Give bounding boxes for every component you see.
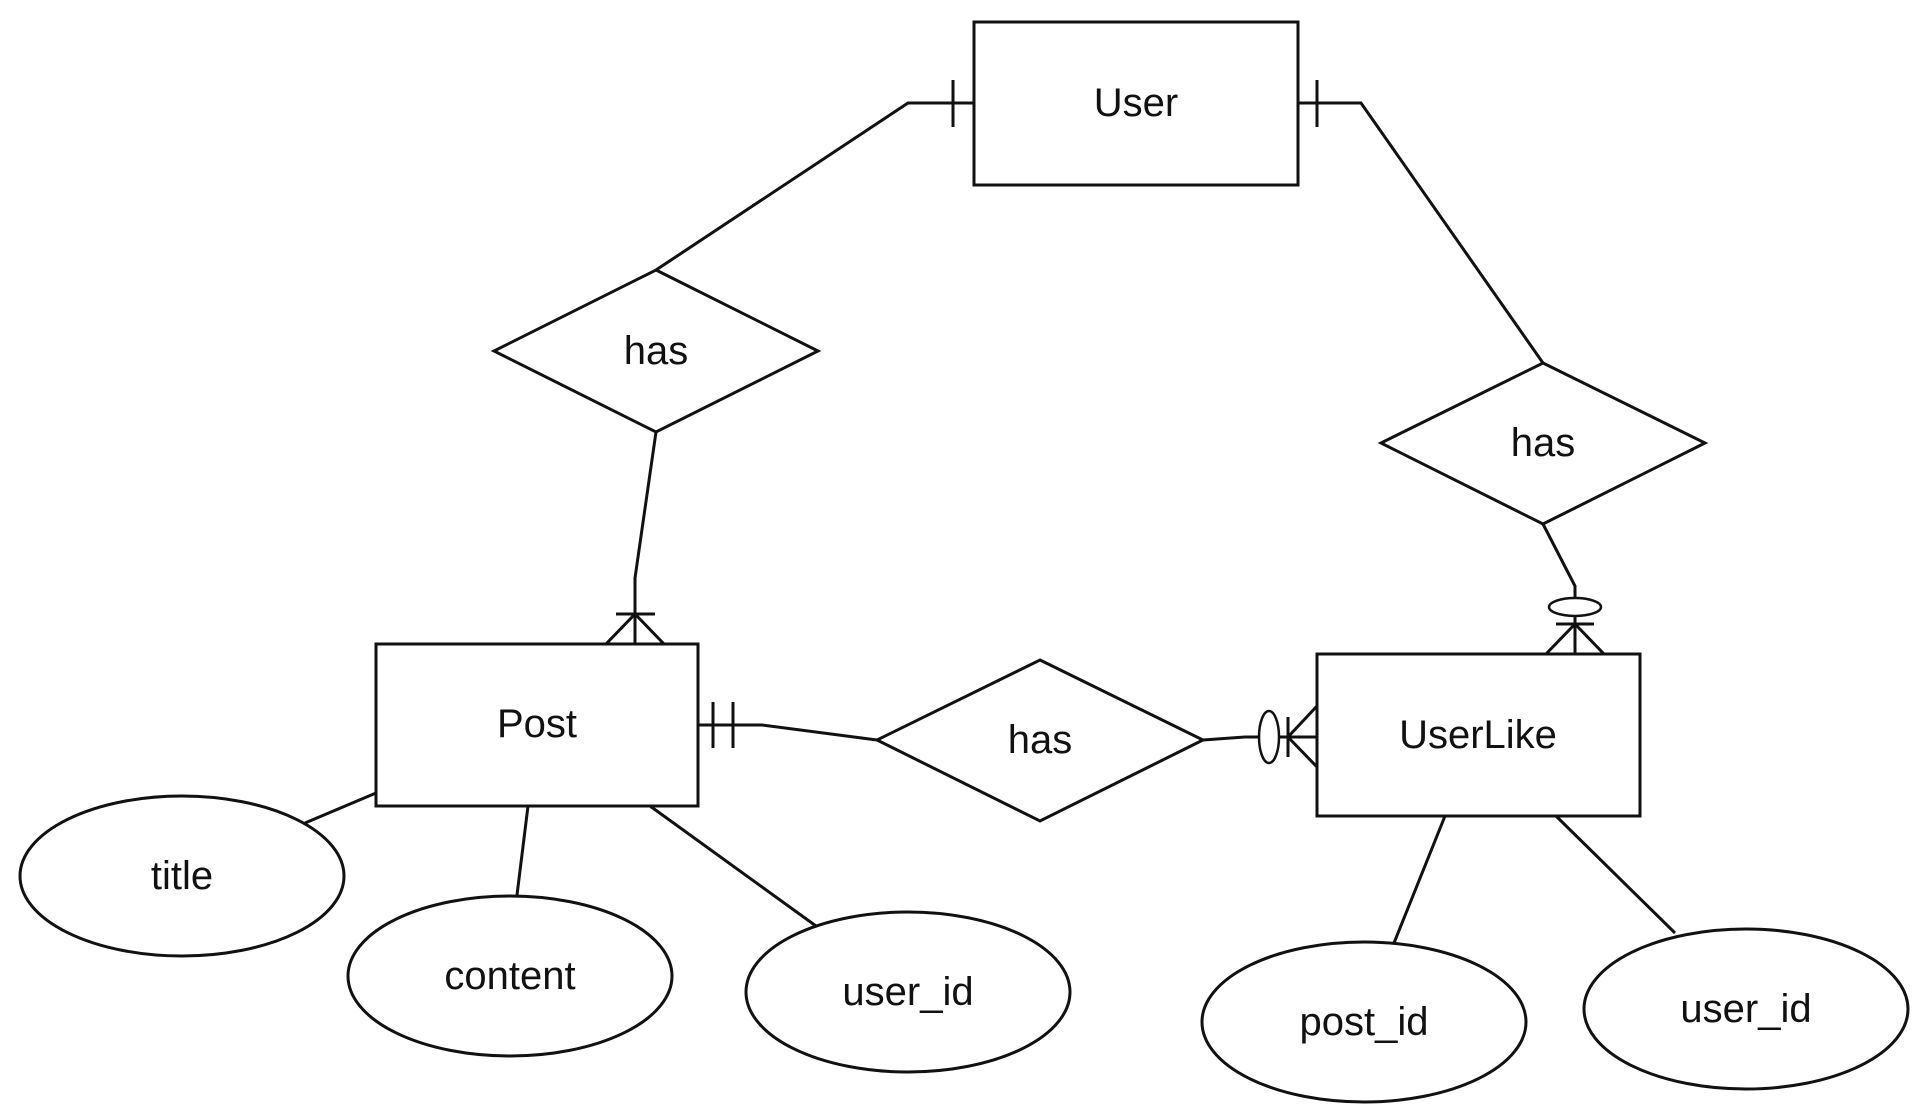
attribute-ellipse: [744, 910, 1072, 1074]
edge-post-title: [304, 791, 377, 825]
relationship-label: has: [1511, 421, 1576, 465]
entity-label: Post: [497, 702, 577, 746]
relationship-diamond: [490, 268, 822, 434]
entity-box: [374, 642, 700, 808]
relationship-diamond: [873, 658, 1207, 823]
entity-post[interactable]: Post: [374, 642, 700, 808]
crows-foot-marker: [1544, 621, 1606, 656]
zero-circle-marker: [1547, 596, 1603, 618]
relationship-user-userlike[interactable]: has: [1377, 361, 1709, 526]
edge-user-has-userlike: [1298, 101, 1545, 364]
edge-user-has-post: [655, 101, 974, 272]
attribute-userlike-post-id[interactable]: post_id: [1200, 940, 1528, 1104]
zero-circle-marker: [1257, 709, 1281, 765]
entity-box: [1315, 652, 1642, 818]
edge-post-content: [515, 805, 530, 896]
entity-box: [972, 20, 1300, 187]
edge-post-has: [698, 723, 878, 742]
relationship-diamond: [1377, 361, 1709, 526]
relationship-post-userlike[interactable]: has: [873, 658, 1207, 823]
attribute-label: user_id: [1680, 987, 1811, 1031]
attribute-label: post_id: [1300, 1000, 1429, 1044]
attribute-userlike-user-id[interactable]: user_id: [1582, 927, 1910, 1091]
crows-foot-marker: [604, 611, 666, 646]
attribute-label: user_id: [842, 970, 973, 1014]
edge-has-userlike-left: [1202, 735, 1317, 742]
attribute-label: title: [151, 854, 213, 898]
connectors: [304, 101, 1677, 944]
crows-foot-marker: [1285, 704, 1319, 769]
edge-userlike-user-id: [1554, 814, 1677, 935]
attribute-ellipse: [1582, 927, 1910, 1091]
attribute-ellipse: [1200, 940, 1528, 1104]
edge-has-userlike: [1541, 523, 1577, 654]
attribute-post-content[interactable]: content: [346, 894, 674, 1058]
attribute-ellipse: [346, 894, 674, 1058]
edge-has-post: [633, 431, 658, 644]
edge-userlike-post-id: [1392, 815, 1447, 944]
entity-label: UserLike: [1399, 713, 1557, 757]
relationship-label: has: [1008, 718, 1073, 762]
attribute-ellipse: [18, 794, 346, 958]
relationship-user-post[interactable]: has: [490, 268, 822, 434]
attribute-post-title[interactable]: title: [18, 794, 346, 958]
cardinality-markers: [604, 80, 1606, 769]
edge-post-user-id: [649, 804, 817, 928]
attribute-label: content: [444, 954, 575, 998]
entity-userlike[interactable]: UserLike: [1315, 652, 1642, 818]
relationship-label: has: [624, 329, 689, 373]
attribute-post-user-id[interactable]: user_id: [744, 910, 1072, 1074]
entity-label: User: [1094, 81, 1178, 125]
entity-user[interactable]: User: [972, 20, 1300, 187]
